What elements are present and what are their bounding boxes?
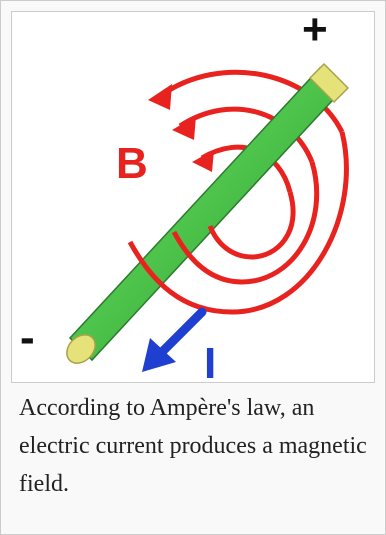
wire-end-negative xyxy=(66,334,96,364)
field-line-middle-front xyxy=(171,161,320,285)
current-arrow-shaft xyxy=(157,307,207,357)
ampere-law-diagram: B I + - xyxy=(20,12,350,382)
field-line-outer-front xyxy=(127,131,349,315)
positive-terminal-label: + xyxy=(302,12,328,54)
field-lines-front xyxy=(127,131,349,315)
figure-caption: According to Ampère's law, an electric c… xyxy=(19,395,367,497)
field-line-outer-back xyxy=(158,69,345,134)
wire-end-positive xyxy=(308,62,350,104)
field-line-inner-front xyxy=(207,191,296,260)
current-label: I xyxy=(204,339,216,382)
field-arrow-middle xyxy=(172,116,196,140)
current-arrow-head xyxy=(142,338,176,372)
field-arrow-outer xyxy=(148,84,172,110)
current-arrow xyxy=(142,307,207,372)
negative-terminal-label: - xyxy=(20,313,35,362)
field-label: B xyxy=(116,139,148,188)
field-arrow-inner xyxy=(192,150,214,172)
field-line-middle-back xyxy=(178,106,315,163)
figure-inner: B I + - According to Ampère's law, an el… xyxy=(11,11,375,521)
figure-image[interactable]: B I + - xyxy=(11,11,375,383)
wire xyxy=(66,62,350,364)
field-arrows xyxy=(148,84,214,172)
